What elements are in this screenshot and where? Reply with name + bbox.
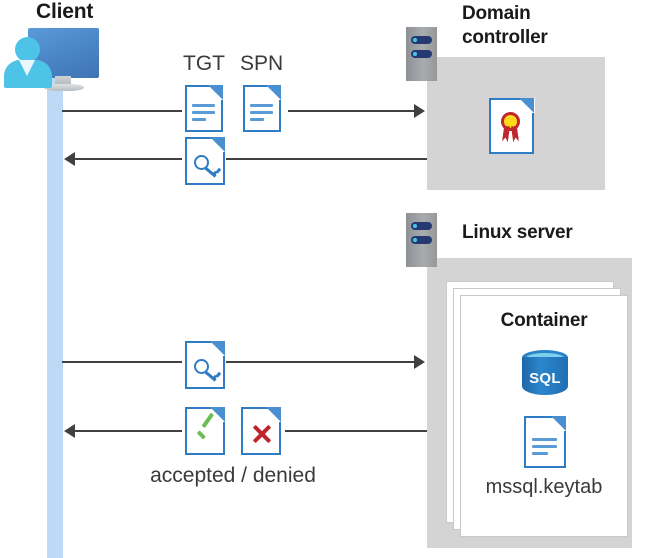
monitor-neck-icon xyxy=(55,76,71,86)
monitor-base-icon xyxy=(44,84,84,91)
arrow-1-head xyxy=(414,104,425,118)
domain-controller-title: Domain controller xyxy=(462,2,548,50)
sql-database-label: SQL xyxy=(529,370,561,387)
arrow-3-segment-left xyxy=(62,361,182,363)
key-icon xyxy=(194,359,221,382)
arrow-2-head xyxy=(64,152,75,166)
arrow-4-segment-right xyxy=(285,430,427,432)
container-title: Container xyxy=(500,310,588,331)
client-icon xyxy=(0,20,110,115)
spn-label: SPN xyxy=(240,52,284,75)
key-icon xyxy=(194,155,221,178)
sql-database-icon: SQL xyxy=(522,350,568,402)
linux-server-icon xyxy=(406,213,437,267)
certificate-document-icon xyxy=(489,97,535,154)
arrow-2-segment-right xyxy=(226,158,427,160)
domain-controller-server-icon xyxy=(406,27,437,81)
arrow-3-segment-right xyxy=(226,361,414,363)
domain-controller-title-line1: Domain xyxy=(462,3,531,24)
certificate-seal-icon xyxy=(498,112,524,144)
person-head-icon xyxy=(15,37,40,62)
tgt-label: TGT xyxy=(183,52,225,75)
accepted-document-icon xyxy=(185,406,226,455)
domain-controller-title-line2: controller xyxy=(462,27,548,48)
arrow-3-head xyxy=(414,355,425,369)
keytab-label: mssql.keytab xyxy=(485,476,603,498)
check-icon xyxy=(195,423,219,445)
client-title: Client xyxy=(36,0,94,23)
cross-icon xyxy=(251,423,273,445)
arrow-4-segment-left xyxy=(75,430,182,432)
ticket-key-document-icon xyxy=(185,136,226,185)
arrow-1-segment-right xyxy=(288,110,414,112)
auth-key-document-icon xyxy=(185,340,226,389)
arrow-1-segment-left xyxy=(62,110,182,112)
person-collar-icon xyxy=(19,60,35,76)
arrow-4-head xyxy=(64,424,75,438)
result-label: accepted / denied xyxy=(150,464,316,487)
client-lifeline xyxy=(47,60,63,558)
tgt-document-icon xyxy=(185,84,224,132)
linux-server-title: Linux server xyxy=(462,222,573,243)
spn-document-icon xyxy=(243,84,282,132)
keytab-document-icon xyxy=(524,415,567,468)
arrow-2-segment-left xyxy=(75,158,182,160)
denied-document-icon xyxy=(241,406,282,455)
